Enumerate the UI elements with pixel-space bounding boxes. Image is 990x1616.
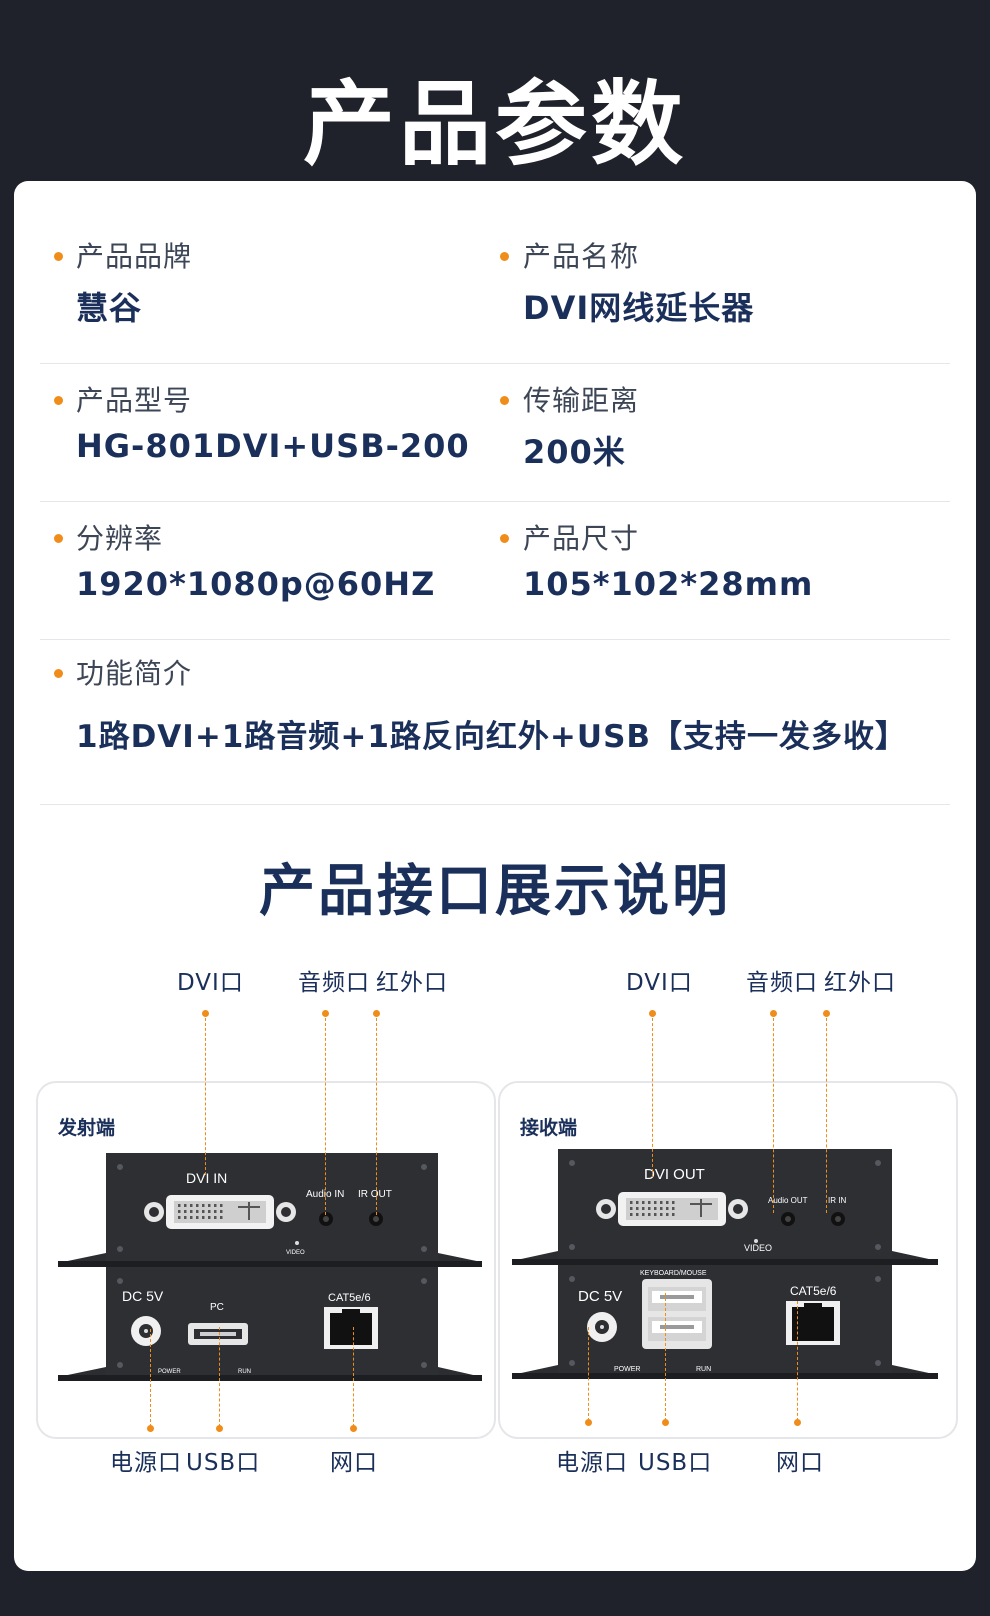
tx-ir-out-label: IR OUT	[358, 1189, 392, 1200]
leader-line	[325, 1013, 326, 1215]
rx-network-callout: 网口	[776, 1450, 824, 1476]
tx-audio-callout: 音频口	[298, 970, 370, 996]
rx-power-callout: 电源口	[556, 1450, 628, 1476]
distance-value: 200米	[523, 433, 626, 471]
bullet-dot	[54, 252, 63, 261]
features-label: 功能简介	[76, 657, 193, 690]
rx-ir-in-label: IR IN	[828, 1196, 846, 1205]
tx-dvi-in-label: DVI IN	[186, 1170, 227, 1186]
leader-dot	[350, 1425, 357, 1432]
leader-dot	[662, 1419, 669, 1426]
page-title: 产品参数	[302, 71, 687, 178]
leader-line	[205, 1013, 206, 1175]
leader-dot	[585, 1419, 592, 1426]
spec-card: 产品品牌 慧谷 产品名称 DVI网线延长器 产品型号 HG-801DVI+USB…	[14, 181, 976, 1571]
leader-line	[665, 1293, 666, 1421]
brand-value: 慧谷	[76, 289, 143, 327]
rx-dvi-out-label: DVI OUT	[644, 1166, 705, 1183]
rx-ir-callout: 红外口	[824, 970, 896, 996]
leader-dot	[794, 1419, 801, 1426]
resolution-label: 分辨率	[76, 522, 164, 555]
rx-run-label: RUN	[696, 1366, 711, 1373]
features-value: 1路DVI+1路音频+1路反向红外+USB【支持一发多收】	[76, 719, 908, 755]
divider	[40, 639, 950, 640]
receiver-label: 接收端	[520, 1117, 578, 1139]
leader-line	[219, 1327, 220, 1427]
transmitter-panel: 发射端	[36, 1081, 496, 1439]
leader-line	[652, 1013, 653, 1177]
transmitter-label: 发射端	[58, 1117, 116, 1139]
model-value: HG-801DVI+USB-200	[76, 427, 470, 465]
size-value: 105*102*28mm	[523, 565, 814, 603]
leader-line	[797, 1301, 798, 1421]
size-label: 产品尺寸	[523, 522, 640, 555]
transmitter-device: DVI IN Audio IN IR OUT VIDEO DC 5V PC CA…	[58, 1153, 482, 1381]
rx-usb-callout: USB口	[638, 1450, 713, 1476]
resolution-value: 1920*1080p@60HZ	[76, 565, 436, 603]
receiver-device: DVI OUT Audio OUT IR IN VIDEO DC 5V KEYB…	[512, 1149, 938, 1379]
bullet-dot	[54, 396, 63, 405]
divider	[40, 501, 950, 502]
bullet-dot	[500, 396, 509, 405]
divider	[40, 804, 950, 805]
tx-ir-callout: 红外口	[376, 970, 448, 996]
tx-dvi-callout: DVI口	[177, 970, 244, 996]
leader-dot	[216, 1425, 223, 1432]
tx-usb-callout: USB口	[186, 1450, 261, 1476]
tx-network-callout: 网口	[330, 1450, 378, 1476]
rx-audio-out-label: Audio OUT	[768, 1196, 808, 1205]
tx-dc-label: DC 5V	[122, 1288, 164, 1304]
rx-power-label: POWER	[614, 1366, 640, 1373]
rx-audio-callout: 音频口	[746, 970, 818, 996]
name-value: DVI网线延长器	[523, 289, 755, 327]
leader-line	[588, 1327, 589, 1421]
bullet-dot	[500, 252, 509, 261]
divider	[40, 363, 950, 364]
rx-dvi-callout: DVI口	[626, 970, 693, 996]
rx-kbm-label: KEYBOARD/MOUSE	[640, 1270, 707, 1277]
rx-video-label: VIDEO	[744, 1243, 772, 1253]
tx-cat-label: CAT5e/6	[328, 1292, 371, 1304]
model-label: 产品型号	[76, 384, 193, 417]
tx-video-label: VIDEO	[286, 1250, 305, 1256]
rx-dc-label: DC 5V	[578, 1288, 622, 1305]
leader-line	[773, 1013, 774, 1213]
tx-pc-label: PC	[210, 1302, 224, 1313]
leader-line	[150, 1329, 151, 1427]
leader-line	[353, 1327, 354, 1427]
tx-run-label: RUN	[238, 1369, 251, 1375]
receiver-panel: 接收端	[498, 1081, 958, 1439]
brand-label: 产品品牌	[76, 240, 193, 273]
interfaces-title: 产品接口展示说明	[259, 859, 731, 924]
bullet-dot	[54, 669, 63, 678]
bullet-dot	[500, 534, 509, 543]
tx-power-callout: 电源口	[110, 1450, 182, 1476]
tx-power-label: POWER	[158, 1369, 181, 1375]
bullet-dot	[54, 534, 63, 543]
rx-cat-label: CAT5e/6	[790, 1284, 837, 1298]
name-label: 产品名称	[523, 240, 640, 273]
distance-label: 传输距离	[523, 384, 640, 417]
leader-line	[376, 1013, 377, 1215]
leader-dot	[147, 1425, 154, 1432]
leader-line	[826, 1013, 827, 1213]
